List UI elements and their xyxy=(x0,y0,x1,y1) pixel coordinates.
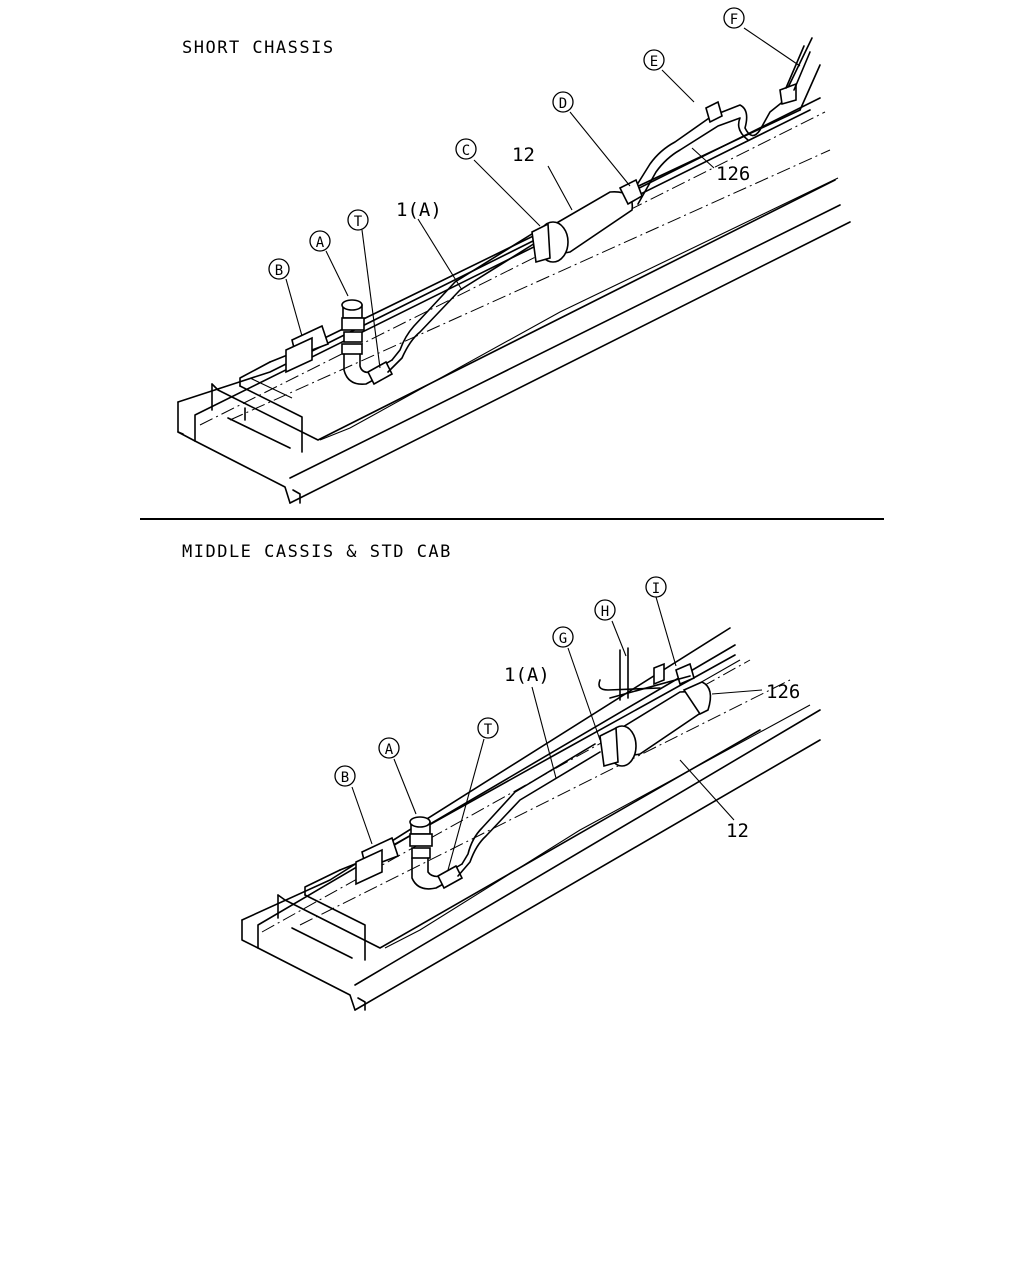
callout-C: C xyxy=(455,138,477,160)
svg-text:D: D xyxy=(559,96,567,112)
svg-text:B: B xyxy=(275,263,283,279)
callout-T: T xyxy=(477,717,499,739)
callout-D: D xyxy=(552,91,574,113)
section-title: SHORT CHASSIS xyxy=(182,38,335,58)
callout-B: B xyxy=(268,258,290,280)
part-label-12: 12 xyxy=(726,820,749,842)
callout-B: B xyxy=(334,765,356,787)
callout-E: E xyxy=(643,49,665,71)
svg-text:B: B xyxy=(341,770,349,786)
exhaust-pipe-assembly xyxy=(355,647,712,890)
middle-chassis-section: MIDDLE CASSIS & STD CAB xyxy=(182,542,821,1011)
callout-A: A xyxy=(378,737,400,759)
svg-text:T: T xyxy=(484,722,493,738)
svg-text:H: H xyxy=(601,604,609,620)
part-label-126: 126 xyxy=(766,681,800,703)
part-label-1a: 1(A) xyxy=(396,199,442,221)
svg-text:F: F xyxy=(730,12,738,28)
svg-text:C: C xyxy=(462,143,470,159)
chassis-frame xyxy=(177,37,851,504)
section-title: MIDDLE CASSIS & STD CAB xyxy=(182,542,452,562)
callout-F: F xyxy=(723,7,745,29)
callout-I: I xyxy=(645,576,667,598)
leader-lines xyxy=(285,27,801,369)
svg-text:A: A xyxy=(316,235,325,251)
callout-A: A xyxy=(309,230,331,252)
part-label-1a: 1(A) xyxy=(504,664,550,686)
svg-text:A: A xyxy=(385,742,394,758)
leader-lines xyxy=(351,596,763,871)
callout-G: G xyxy=(552,626,574,648)
part-label-126: 126 xyxy=(716,163,750,185)
svg-text:E: E xyxy=(650,54,658,70)
callout-H: H xyxy=(594,599,616,621)
exhaust-pipe-assembly xyxy=(285,45,811,386)
short-chassis-section: SHORT CHASSIS xyxy=(177,7,851,504)
svg-text:T: T xyxy=(354,214,363,230)
part-label-12: 12 xyxy=(512,144,535,166)
callout-T: T xyxy=(347,209,369,231)
svg-text:I: I xyxy=(652,581,660,597)
svg-text:G: G xyxy=(559,631,567,647)
